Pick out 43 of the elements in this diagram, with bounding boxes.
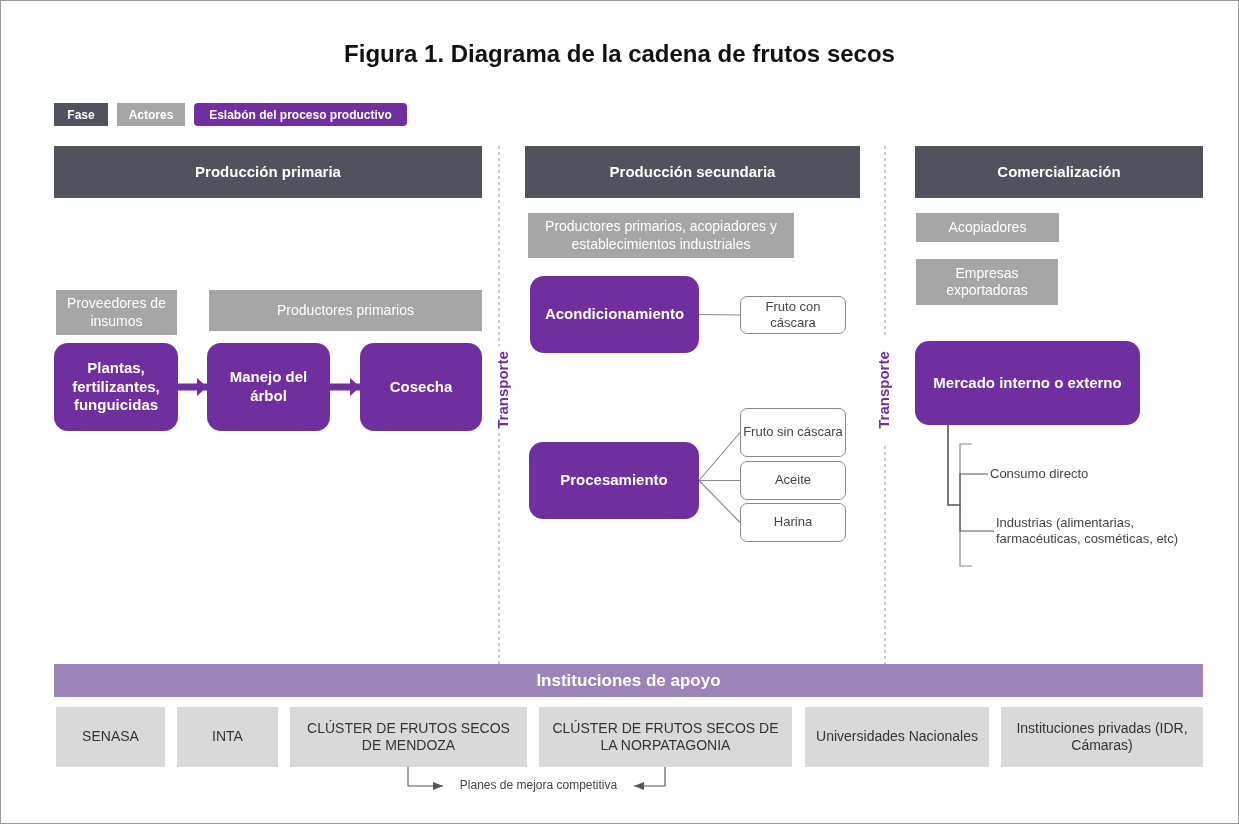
transport-label: Transporte [874, 350, 893, 431]
institution-box: INTA [177, 707, 278, 767]
actor-box: Acopiadores [916, 213, 1059, 242]
phase-header: Comercialización [915, 146, 1203, 198]
destination-label: Industrias (alimentarias, farmacéuticas, cosméticas, etc) [996, 511, 1211, 551]
section-band: Instituciones de apoyo [54, 664, 1203, 697]
block-arrow [178, 378, 207, 396]
institution-box: CLÚSTER DE FRUTOS SECOS DE LA NORPATAGONIA [539, 707, 792, 767]
phase-header: Producción secundaria [525, 146, 860, 198]
connector-line [698, 479, 741, 482]
legend-label: Eslabón del proceso productivo [209, 107, 392, 122]
legend-label: Actores [128, 107, 174, 122]
arrow [407, 766, 444, 790]
institution-box: SENASA [56, 707, 165, 767]
connector-line [698, 479, 741, 524]
process-box: Plantas, fertilizantes, funguicidas [54, 343, 178, 431]
phase-header: Producción primaria [54, 146, 482, 198]
actor-box: Productores primarios [209, 290, 482, 331]
actor-box: Productores primarios, acopiadores y establecimientos industriales [528, 213, 794, 258]
institution-box: CLÚSTER DE FRUTOS SECOS DE MENDOZA [290, 707, 527, 767]
connector-line [947, 424, 995, 532]
connector-line [698, 431, 741, 482]
connector-line [698, 313, 741, 316]
title: Figura 1. Diagrama de la cadena de frutos secos [343, 40, 896, 68]
process-box: Acondicionamiento [530, 276, 699, 353]
process-box: Cosecha [360, 343, 482, 431]
transport-label: Transporte [493, 350, 512, 431]
outcome-label: Planes de mejora competitiva [445, 776, 632, 795]
product-box: Aceite [740, 461, 846, 500]
destination-label: Consumo directo [990, 464, 1100, 484]
process-box: Mercado interno o externo [915, 341, 1140, 425]
block-arrow [330, 378, 360, 396]
process-box: Procesamiento [529, 442, 699, 519]
actor-box: Empresas exportadoras [916, 259, 1058, 305]
actor-box: Proveedores de insumos [56, 290, 177, 335]
institution-box: Universidades Nacionales [805, 707, 989, 767]
product-box: Fruto con cáscara [740, 296, 846, 334]
legend-label: Fase [67, 107, 95, 122]
process-box: Manejo del árbol [207, 343, 330, 431]
institution-box: Instituciones privadas (IDR, Cámaras) [1001, 707, 1203, 767]
product-box: Fruto sin cáscara [740, 408, 846, 457]
arrow [633, 766, 666, 790]
product-box: Harina [740, 503, 846, 542]
